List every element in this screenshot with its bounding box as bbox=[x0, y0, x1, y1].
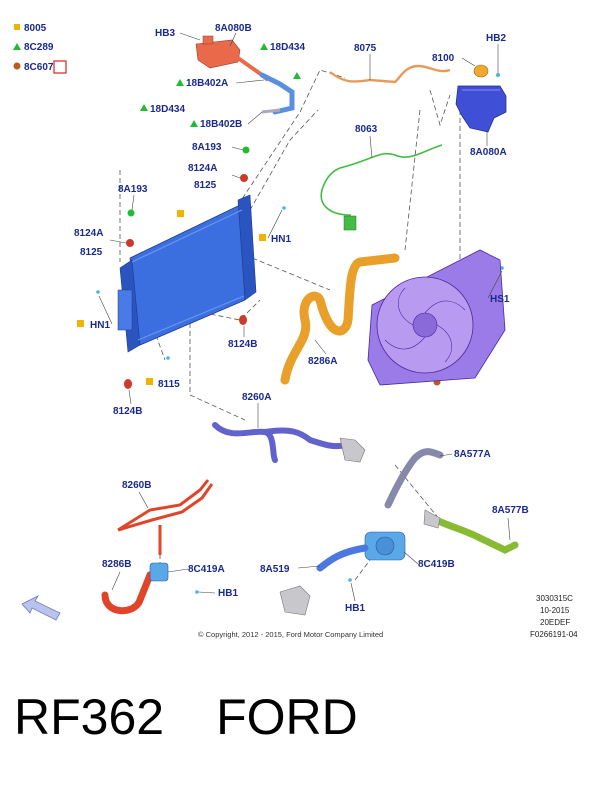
hose-8075[interactable] bbox=[329, 64, 451, 84]
label-8063[interactable]: 8063 bbox=[355, 124, 378, 135]
legend: 8005 8C289 8C607 bbox=[13, 23, 67, 74]
label-8a577b[interactable]: 8A577B bbox=[492, 505, 529, 516]
degas-bottle-upper[interactable] bbox=[195, 35, 295, 115]
legend-circle-icon bbox=[13, 62, 21, 70]
label-8075[interactable]: 8075 bbox=[354, 43, 377, 54]
label-8a519[interactable]: 8A519 bbox=[260, 564, 290, 575]
label-8a577a[interactable]: 8A577A bbox=[454, 449, 491, 460]
fitting-square-icon bbox=[259, 234, 266, 241]
label-hb1-left[interactable]: HB1 bbox=[218, 588, 238, 599]
reference-line-4: F0266191-04 bbox=[530, 630, 578, 639]
front-direction-arrow-icon bbox=[21, 595, 61, 621]
label-hb1-right[interactable]: HB1 bbox=[345, 603, 365, 614]
label-hn1-right[interactable]: HN1 bbox=[271, 234, 291, 245]
label-8124a-left[interactable]: 8124A bbox=[74, 228, 103, 239]
label-8286a[interactable]: 8286A bbox=[308, 356, 337, 367]
label-8260a[interactable]: 8260A bbox=[242, 392, 271, 403]
fitting-square-icon bbox=[177, 210, 184, 217]
label-18d434-mid[interactable]: 18D434 bbox=[150, 104, 185, 115]
footer-part-number: RF362 bbox=[14, 689, 165, 745]
reference-line-1: 3030315C bbox=[536, 594, 573, 603]
fitting-triangle-icon bbox=[140, 104, 148, 111]
label-8124b-bot[interactable]: 8124B bbox=[113, 406, 142, 417]
label-8115[interactable]: 8115 bbox=[158, 379, 180, 390]
water-pump-8c419b[interactable] bbox=[364, 531, 406, 561]
fan-shroud[interactable] bbox=[367, 249, 506, 386]
radiator[interactable] bbox=[117, 194, 257, 353]
legend-triangle-label: 8C289 bbox=[24, 42, 54, 53]
bracket-part bbox=[279, 585, 311, 616]
label-8124b-mid[interactable]: 8124B bbox=[228, 339, 257, 350]
label-8100[interactable]: 8100 bbox=[432, 53, 455, 64]
legend-triangle-icon bbox=[13, 43, 21, 50]
hose-8286b[interactable] bbox=[101, 566, 164, 615]
label-hs1[interactable]: HS1 bbox=[490, 294, 510, 305]
hose-8a519[interactable] bbox=[316, 544, 369, 572]
label-8124a-top[interactable]: 8124A bbox=[188, 163, 217, 174]
legend-square-label: 8005 bbox=[24, 23, 47, 34]
label-8125-left[interactable]: 8125 bbox=[80, 247, 103, 258]
thermostat-housing[interactable] bbox=[339, 437, 366, 463]
label-ticks bbox=[98, 32, 511, 602]
reference-line-2: 10-2015 bbox=[540, 606, 570, 615]
fitting-triangle-icon bbox=[260, 43, 268, 50]
radiator-fittings bbox=[77, 43, 504, 389]
reference-line-3: 20EDEF bbox=[540, 618, 570, 627]
hose-8a577b[interactable] bbox=[428, 514, 519, 554]
label-18b402a[interactable]: 18B402A bbox=[186, 78, 228, 89]
fitting-triangle-icon bbox=[190, 120, 198, 127]
legend-square-icon bbox=[14, 24, 20, 30]
label-8c419b[interactable]: 8C419B bbox=[418, 559, 455, 570]
label-8a080b[interactable]: 8A080B bbox=[215, 23, 252, 34]
reservoir-cap[interactable] bbox=[473, 64, 489, 78]
label-hb3[interactable]: HB3 bbox=[155, 28, 175, 39]
label-8125-top[interactable]: 8125 bbox=[194, 180, 217, 191]
label-8a080a[interactable]: 8A080A bbox=[470, 147, 507, 158]
copyright-text: © Copyright, 2012 - 2015, Ford Motor Com… bbox=[198, 630, 383, 639]
footer-caption: RF362 FORD bbox=[14, 688, 594, 746]
label-8c419a[interactable]: 8C419A bbox=[188, 564, 225, 575]
label-8260b[interactable]: 8260B bbox=[122, 480, 151, 491]
label-8286b[interactable]: 8286B bbox=[102, 559, 131, 570]
coolant-reservoir[interactable] bbox=[455, 64, 507, 133]
hose-8260b[interactable] bbox=[117, 479, 214, 532]
label-8a193-left[interactable]: 8A193 bbox=[118, 184, 148, 195]
fitting-triangle-icon bbox=[293, 72, 301, 79]
fitting-triangle-icon bbox=[176, 79, 184, 86]
footer-brand: FORD bbox=[216, 689, 358, 745]
label-18b402b[interactable]: 18B402B bbox=[200, 119, 242, 130]
hose-8a577a[interactable] bbox=[384, 448, 444, 509]
legend-circle-label: 8C607 bbox=[24, 62, 54, 73]
hose-8063[interactable] bbox=[320, 144, 443, 231]
part-labels: HB3 8A080B 18D434 18B402A 18D434 18B402B… bbox=[74, 23, 529, 614]
highlight-box[interactable] bbox=[53, 60, 67, 74]
aux-pump-8c419a[interactable] bbox=[149, 562, 169, 582]
fitting-square-icon bbox=[146, 378, 153, 385]
label-8a193-top[interactable]: 8A193 bbox=[192, 142, 222, 153]
reference-block: 3030315C 10-2015 20EDEF F0266191-04 bbox=[530, 594, 578, 639]
fitting-square-icon bbox=[77, 320, 84, 327]
cooling-system-diagram: 8005 8C289 8C607 bbox=[13, 23, 578, 639]
label-18d434-top[interactable]: 18D434 bbox=[270, 42, 305, 53]
label-hb2[interactable]: HB2 bbox=[486, 33, 506, 44]
hose-8286a[interactable] bbox=[280, 253, 400, 385]
hose-8260a[interactable] bbox=[212, 422, 348, 463]
label-hn1-left[interactable]: HN1 bbox=[90, 320, 110, 331]
